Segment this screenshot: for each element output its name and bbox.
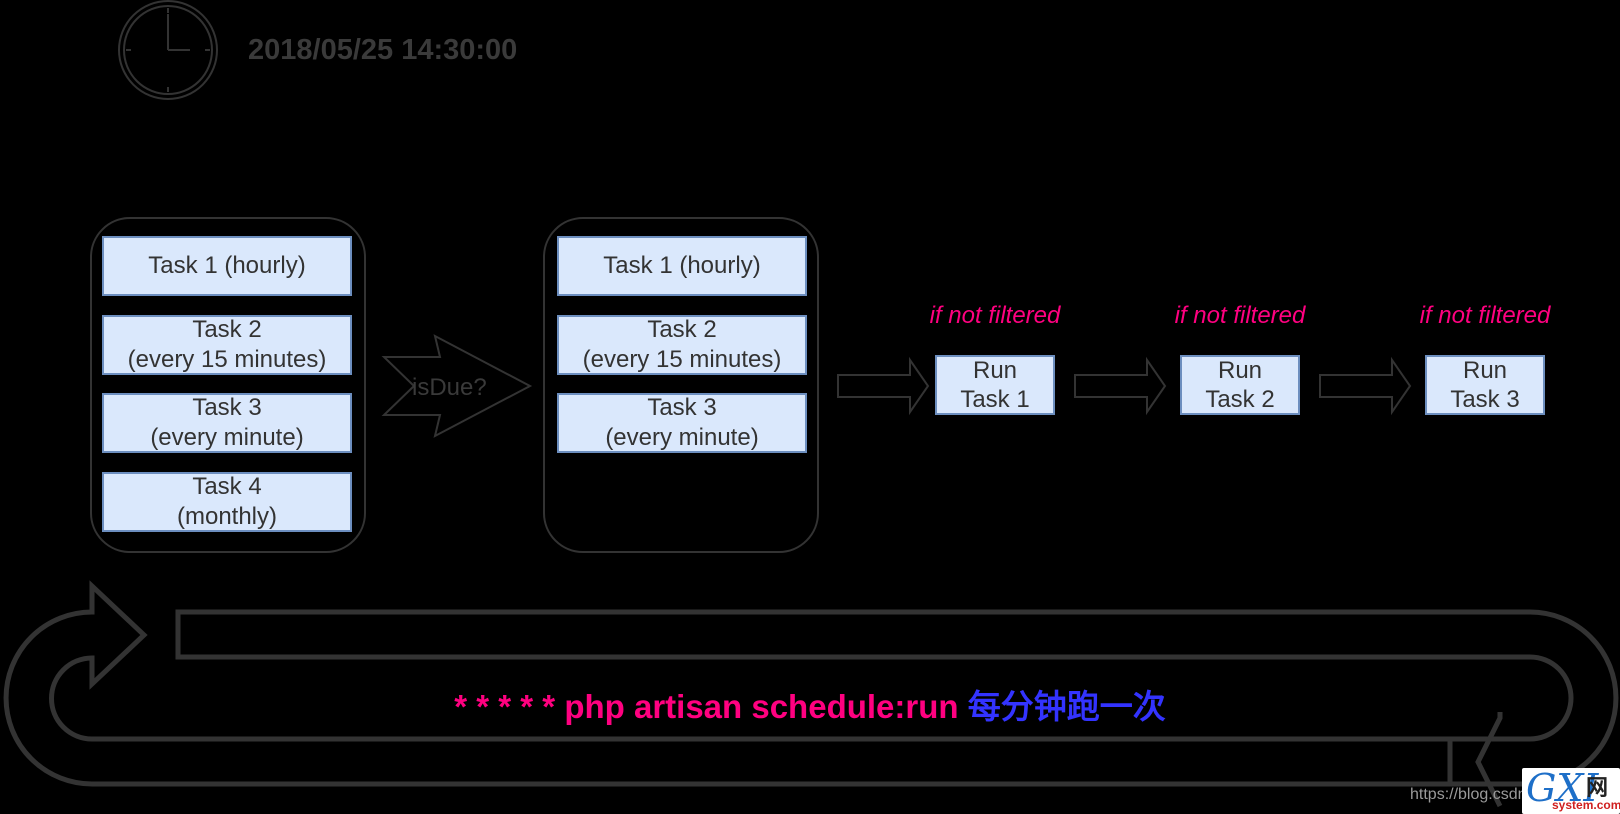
cron-expression: * * * * * php artisan schedule:run [454, 688, 959, 725]
logo-chinese: 网 [1586, 775, 1609, 800]
task-line1: Task 3 [647, 394, 717, 421]
task-line1: Task 3 [192, 394, 262, 421]
task-line1: Task 1 (hourly) [148, 252, 306, 279]
cron-command: * * * * * php artisan schedule:run 每分钟跑一… [0, 680, 1620, 728]
loop-return-arrow-icon [3, 580, 1453, 787]
isdue-label: isDue? [412, 374, 487, 401]
task-line2: (every minute) [605, 424, 759, 451]
task-line1: Task 2 [192, 316, 262, 343]
run-line2: Task 3 [1450, 386, 1520, 413]
task-line2: (every 15 minutes) [127, 346, 327, 373]
task-line1: Task 4 [192, 473, 262, 500]
task-card: Task 3 (every minute) [102, 393, 352, 453]
source-url: https://blog.csdn [1410, 786, 1527, 803]
task-card: Task 2 (every 15 minutes) [102, 315, 352, 375]
run-line1: Run [972, 357, 1018, 384]
task-card: Task 1 (hourly) [557, 236, 807, 296]
task-line2: (monthly) [176, 503, 278, 530]
task-line1: Task 1 (hourly) [603, 252, 761, 279]
task-line2: (every 15 minutes) [582, 346, 782, 373]
task-card: Task 2 (every 15 minutes) [557, 315, 807, 375]
arrow-to-run1-icon [837, 356, 930, 416]
task-card: Task 4 (monthly) [102, 472, 352, 532]
loop-right-arrowhead-icon [1475, 712, 1503, 808]
run-task-box: Run Task 1 [935, 355, 1055, 415]
task-line1: Task 2 [647, 316, 717, 343]
site-logo: GXI 网 system.com [1522, 768, 1620, 814]
run-task-box: Run Task 2 [1180, 355, 1300, 415]
run-line2: Task 2 [1205, 386, 1275, 413]
logo-letters: GXI [1526, 768, 1599, 810]
filter-label: if not filtered [1419, 302, 1551, 329]
all-tasks-container [90, 217, 366, 553]
isdue-arrow-icon [381, 334, 533, 438]
due-tasks-container [543, 217, 819, 553]
run-line1: Run [1217, 357, 1263, 384]
task-line2: (every minute) [150, 424, 304, 451]
run-line2: Task 1 [960, 386, 1030, 413]
arrow-to-run2-icon [1074, 356, 1167, 416]
task-card: Task 3 (every minute) [557, 393, 807, 453]
run-task-box: Run Task 3 [1425, 355, 1545, 415]
run-line1: Run [1462, 357, 1508, 384]
clock-icon [118, 0, 218, 100]
task-card: Task 1 (hourly) [102, 236, 352, 296]
timestamp: 2018/05/25 14:30:00 [248, 34, 518, 66]
filter-label: if not filtered [929, 302, 1061, 329]
cron-note: 每分钟跑一次 [967, 688, 1166, 725]
filter-label: if not filtered [1174, 302, 1306, 329]
logo-site: system.com [1552, 798, 1620, 812]
arrow-to-run3-icon [1319, 356, 1412, 416]
